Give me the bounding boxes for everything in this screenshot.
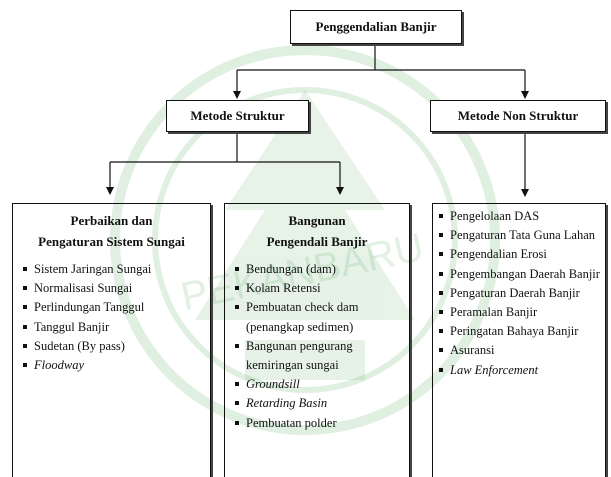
list-item: Floodway — [23, 356, 210, 375]
river-system-panel: Perbaikan dan Pengaturan Sistem Sungai S… — [12, 203, 211, 477]
root-node: Penggendalian Banjir — [290, 10, 462, 44]
list-item: Asuransi — [439, 341, 605, 360]
list-item: Sistem Jaringan Sungai — [23, 260, 210, 279]
list-item: Peramalan Banjir — [439, 303, 605, 322]
list-item: Tanggul Banjir — [23, 318, 210, 337]
list-item: Kolam Retensi — [235, 279, 409, 298]
list-item: Bangunan pengurang kemiringan sungai — [235, 337, 409, 375]
list-item: Groundsill — [235, 375, 409, 394]
building-panel-title: Bangunan Pengendali Banjir — [225, 210, 409, 252]
list-item: Pengaturan Tata Guna Lahan — [439, 226, 605, 245]
list-item: Pengaturan Daerah Banjir — [439, 284, 605, 303]
structural-method-node: Metode Struktur — [166, 100, 309, 132]
list-item: Pembuatan check dam (penangkap sedimen) — [235, 298, 409, 336]
root-label: Penggendalian Banjir — [315, 19, 437, 34]
list-item: Pembuatan polder — [235, 414, 409, 433]
list-item: Law Enforcement — [439, 361, 605, 380]
structural-method-label: Metode Struktur — [190, 108, 285, 123]
list-item: Retarding Basin — [235, 394, 409, 413]
river-title-line2: Pengaturan Sistem Sungai — [38, 234, 185, 249]
list-item: Perlindungan Tanggul — [23, 298, 210, 317]
list-item: Pengembangan Daerah Banjir — [439, 265, 605, 284]
list-item: Peringatan Bahaya Banjir — [439, 322, 605, 341]
list-item: Sudetan (By pass) — [23, 337, 210, 356]
list-item: Normalisasi Sungai — [23, 279, 210, 298]
building-title-line2: Pengendali Banjir — [266, 234, 368, 249]
list-item: Pengendalian Erosi — [439, 245, 605, 264]
flood-control-building-panel: Bangunan Pengendali Banjir Bendungan (da… — [224, 203, 410, 477]
list-item: Bendungan (dam) — [235, 260, 409, 279]
list-item: Pengelolaan DAS — [439, 207, 605, 226]
building-title-line1: Bangunan — [288, 213, 346, 228]
non-structural-method-label: Metode Non Struktur — [457, 108, 579, 123]
non-structural-method-node: Metode Non Struktur — [430, 100, 606, 132]
river-system-panel-title: Perbaikan dan Pengaturan Sistem Sungai — [13, 210, 210, 252]
river-title-line1: Perbaikan dan — [70, 213, 153, 228]
